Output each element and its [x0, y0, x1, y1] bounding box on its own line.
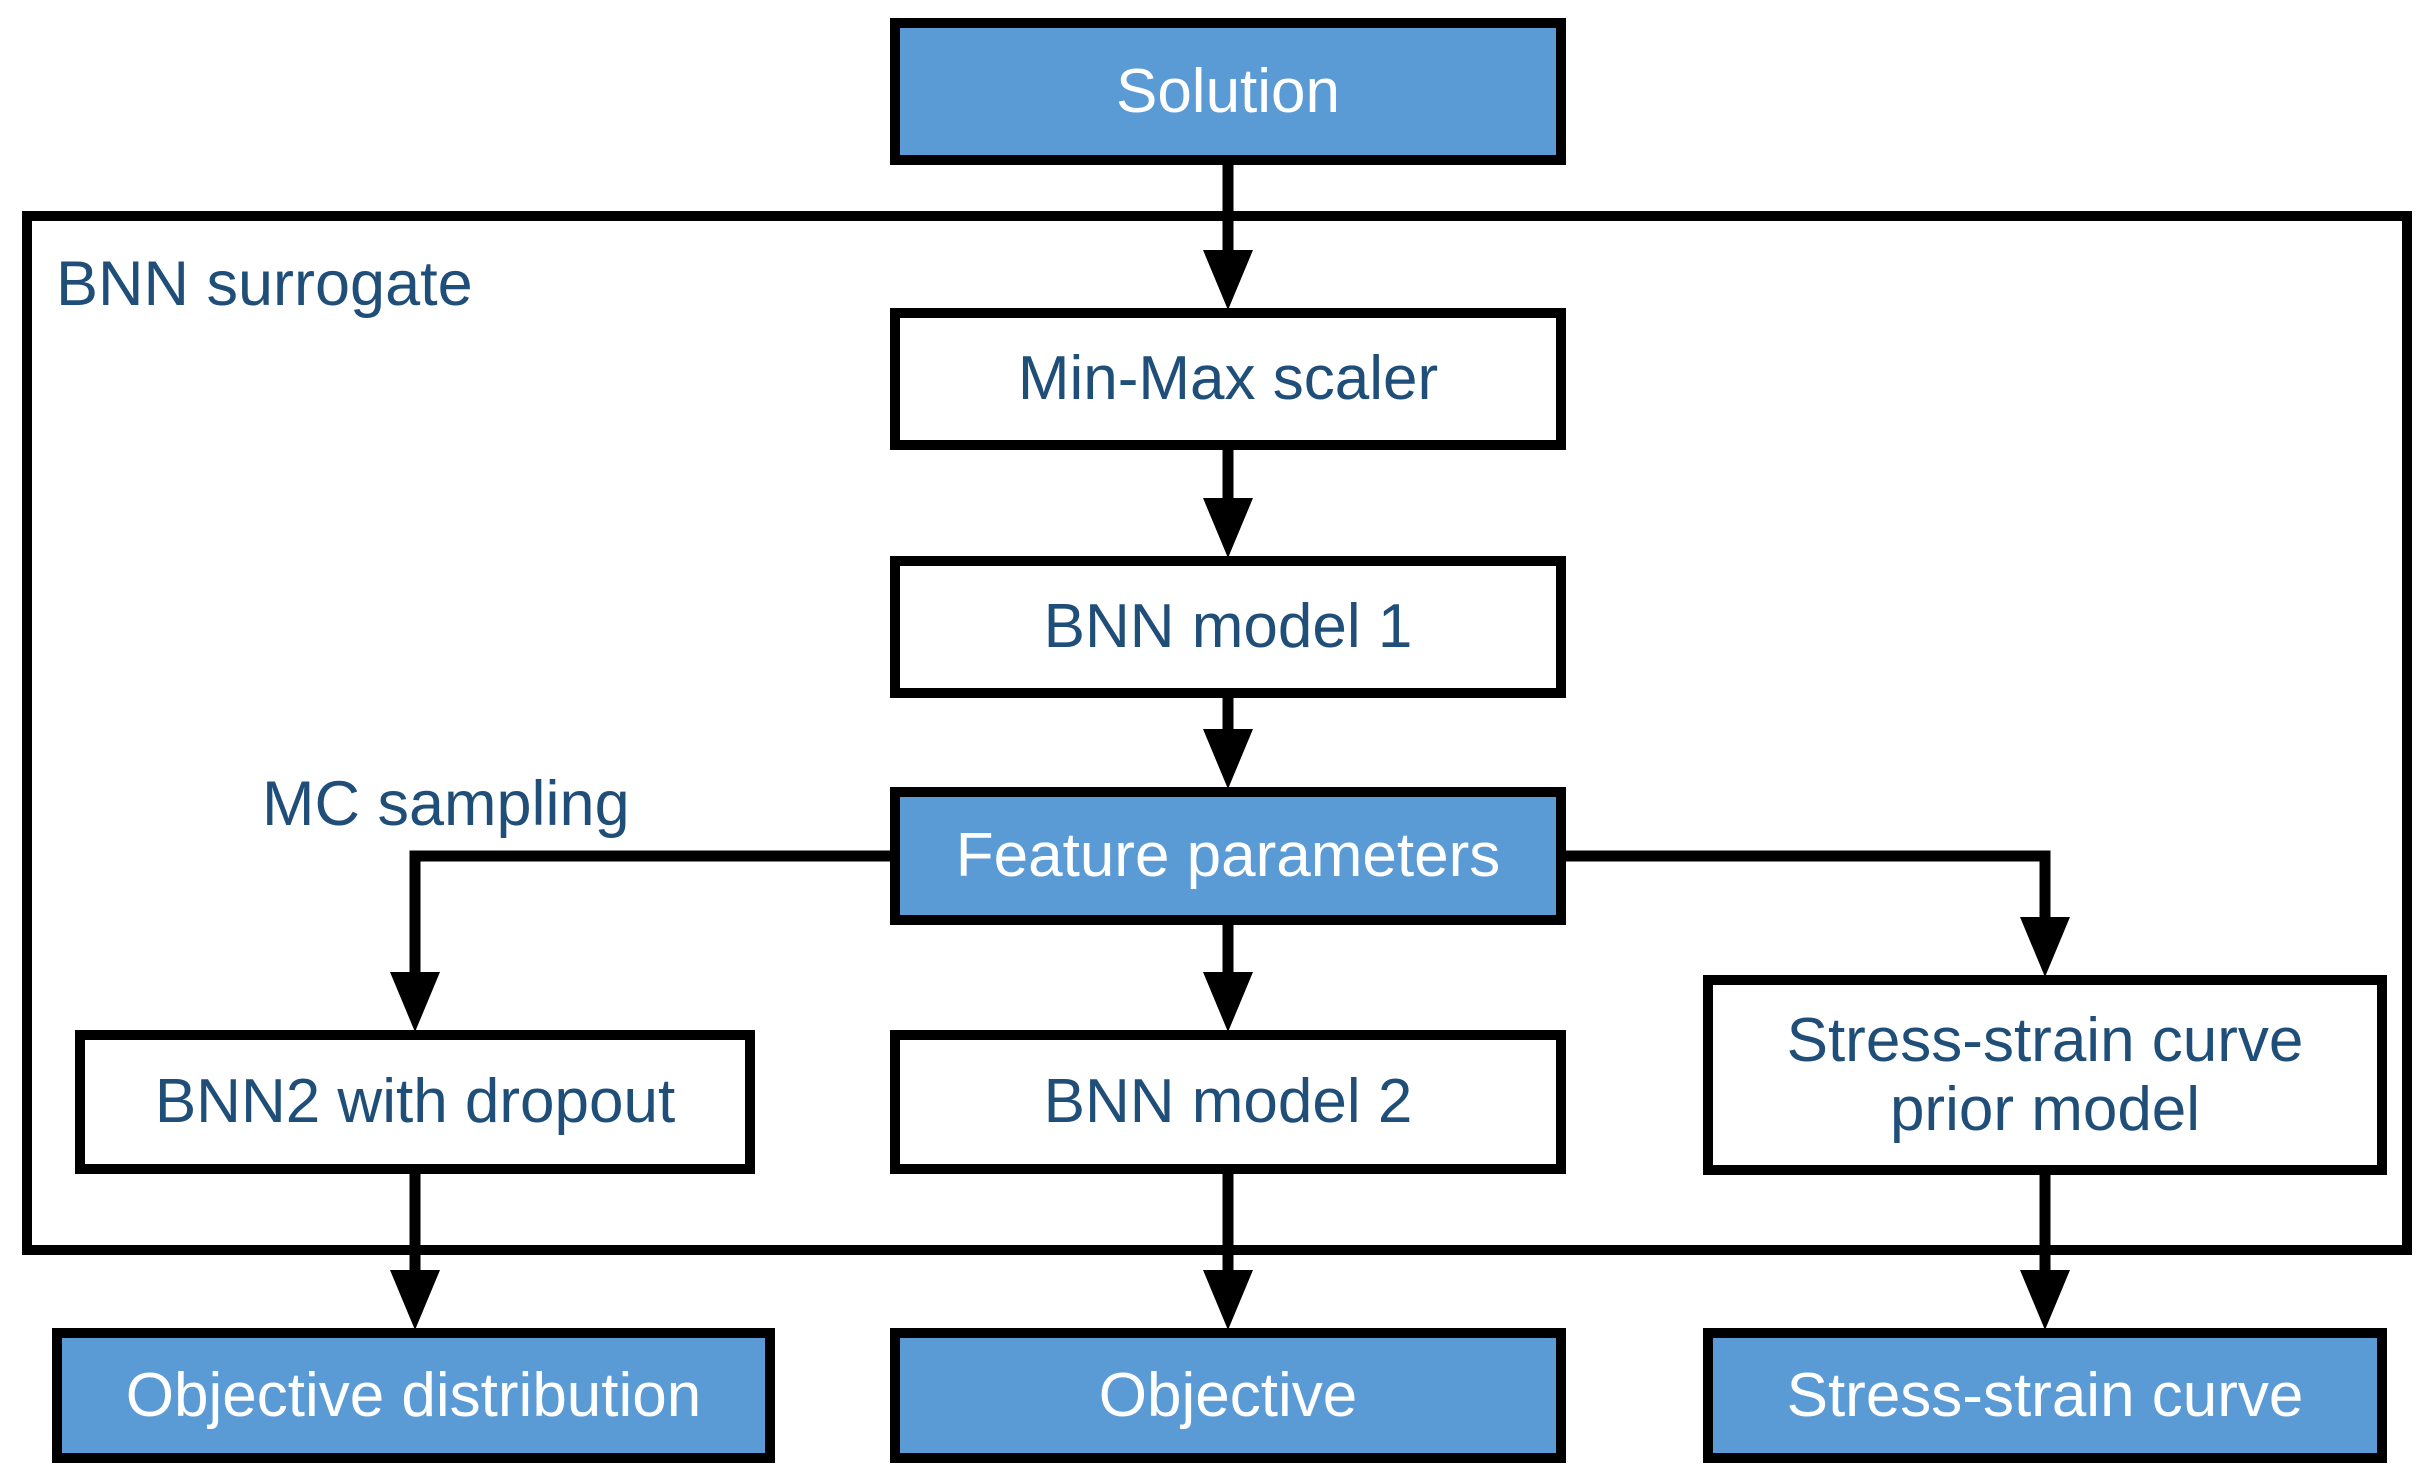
node-min-max-scaler: Min-Max scaler	[890, 308, 1566, 450]
node-stress-strain-prior-model-label: Stress-strain curve prior model	[1786, 1005, 2304, 1144]
node-bnn-model-2-label: BNN model 2	[1043, 1067, 1413, 1137]
node-solution-label: Solution	[1115, 56, 1341, 126]
arrowhead-into-stress-strain-curve	[2020, 1270, 2070, 1330]
node-objective: Objective	[890, 1328, 1566, 1463]
mc-sampling-label: MC sampling	[262, 769, 630, 839]
node-objective-label: Objective	[1098, 1360, 1358, 1430]
arrowhead-into-stress-strain-prior	[2020, 917, 2070, 977]
node-stress-strain-prior-model: Stress-strain curve prior model	[1703, 975, 2387, 1175]
node-feature-parameters: Feature parameters	[890, 787, 1566, 925]
arrowhead-into-min-max-scaler	[1203, 250, 1253, 310]
bnn-surrogate-group-label: BNN surrogate	[56, 249, 473, 319]
node-stress-strain-curve-label: Stress-strain curve	[1786, 1360, 2304, 1430]
node-bnn-model-1-label: BNN model 1	[1043, 592, 1413, 662]
node-min-max-scaler-label: Min-Max scaler	[1017, 344, 1439, 414]
arrowhead-into-bnn2-with-dropout	[390, 972, 440, 1032]
node-bnn2-with-dropout-label: BNN2 with dropout	[154, 1067, 676, 1137]
node-bnn2-with-dropout: BNN2 with dropout	[75, 1030, 755, 1174]
arrowhead-into-bnn-model-2	[1203, 972, 1253, 1032]
node-bnn-model-1: BNN model 1	[890, 556, 1566, 698]
node-feature-parameters-label: Feature parameters	[955, 821, 1501, 891]
node-objective-distribution-label: Objective distribution	[125, 1360, 702, 1430]
node-bnn-model-2: BNN model 2	[890, 1030, 1566, 1174]
arrowhead-into-bnn-model-1	[1203, 498, 1253, 558]
edge-feature-parameters-to-stress-strain-prior	[1566, 850, 2051, 917]
node-objective-distribution: Objective distribution	[52, 1328, 775, 1463]
node-stress-strain-curve: Stress-strain curve	[1703, 1328, 2387, 1463]
edge-feature-parameters-to-bnn2-with-dropout	[409, 850, 890, 972]
arrowhead-into-feature-parameters	[1203, 729, 1253, 789]
arrowhead-into-objective-distribution	[390, 1270, 440, 1330]
bnn-surrogate-group-box	[22, 211, 2412, 1255]
arrowhead-into-objective	[1203, 1270, 1253, 1330]
node-solution: Solution	[890, 18, 1566, 165]
